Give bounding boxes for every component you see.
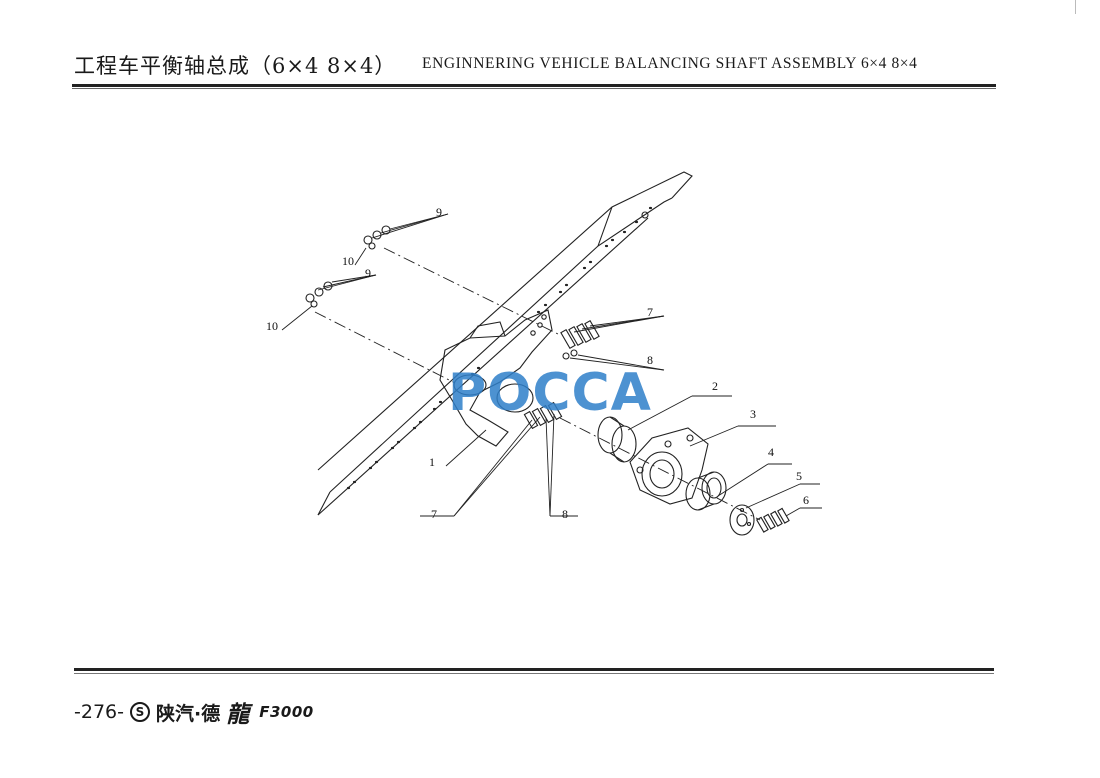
frame-rail [317, 171, 693, 516]
callout-3: 3 [750, 407, 756, 421]
brand-name: 陕汽·德 [155, 702, 221, 725]
header-rule [72, 84, 996, 87]
callout-5: 5 [796, 469, 802, 483]
callout-7-upper: 7 [647, 305, 653, 319]
part-4-bushing [685, 471, 727, 511]
balance-shaft-bracket [439, 309, 553, 447]
callout-10-upper: 10 [342, 254, 354, 268]
callout-9-upper: 9 [436, 205, 442, 219]
assembly-center-lines [314, 247, 761, 521]
logo-symbol: S [135, 705, 145, 719]
page-number: -276- [74, 701, 124, 723]
callout-1: 1 [429, 455, 435, 469]
bolts-9-10-upper [363, 225, 391, 250]
shaanxi-logo-icon: S [129, 702, 150, 722]
callout-leader-lines [281, 213, 822, 517]
footer-rule [74, 668, 994, 671]
footer-rule-thin [74, 673, 994, 674]
callout-7-lower: 7 [431, 507, 437, 521]
part-5-washer [729, 504, 755, 536]
watermark-text: POCCA [448, 363, 652, 423]
bolt-cluster-upper [560, 319, 600, 360]
callout-8-upper: 8 [647, 353, 653, 367]
callout-labels: 1 2 3 4 5 6 7 7 8 8 9 9 10 10 [266, 205, 809, 521]
part-2-sleeve [597, 416, 637, 463]
pocca-watermark: POCCA [448, 363, 652, 423]
callout-6: 6 [803, 493, 809, 507]
brand-mark: 龍 [226, 701, 250, 728]
part-3-housing [629, 427, 709, 505]
bolt-cluster-lower [523, 401, 563, 430]
page-title-en: ENGINNERING VEHICLE BALANCING SHAFT ASSE… [422, 55, 918, 72]
scan-edge-mark [1075, 0, 1076, 14]
callout-10-lower: 10 [266, 319, 278, 333]
callout-4: 4 [768, 445, 774, 459]
page-title-cn: 工程车平衡轴总成（6×4 8×4） [74, 54, 397, 78]
brand-model: F3000 [259, 703, 314, 721]
page-footer: -276- S 陕汽·德 龍 F3000 [74, 697, 314, 728]
header-rule-thin [72, 88, 996, 89]
callout-2: 2 [712, 379, 718, 393]
part-6-bolts [756, 507, 790, 533]
callout-9-lower: 9 [365, 266, 371, 280]
callout-8-lower: 8 [562, 507, 568, 521]
